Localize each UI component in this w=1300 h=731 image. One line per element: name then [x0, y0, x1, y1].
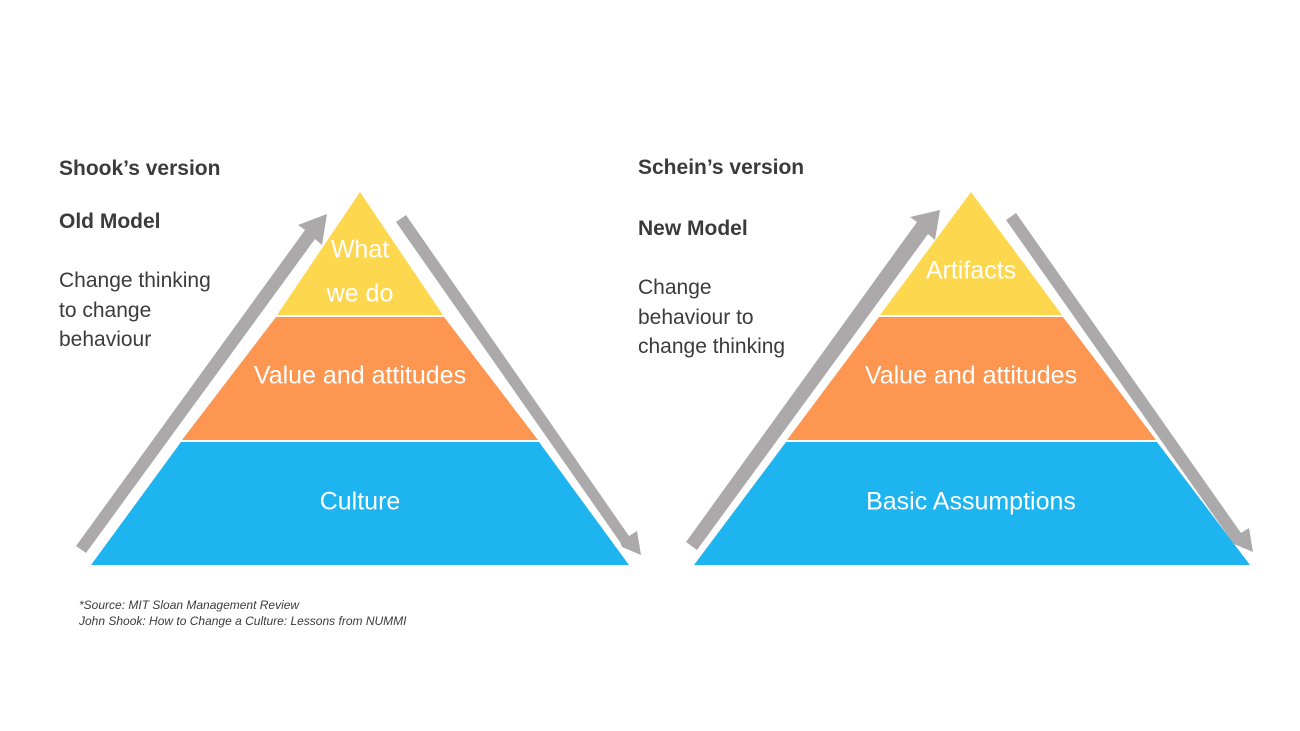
right-description-line: behaviour to — [638, 305, 754, 329]
left-description-line: Change thinking — [59, 269, 211, 292]
footnote-source-line: *Source: MIT Sloan Management Review — [79, 598, 300, 612]
left-middle-layer-label: Value and attitudes — [254, 362, 466, 390]
left-model-label: Old Model — [59, 210, 161, 233]
right-pyramid: Artifacts Value and attitudes Basic Assu… — [686, 192, 1253, 565]
right-bottom-layer-label: Basic Assumptions — [866, 488, 1076, 516]
left-pyramid-down-arrow — [396, 215, 641, 555]
right-pyramid-down-arrow — [1006, 213, 1253, 552]
left-top-layer-label-line2: we do — [326, 280, 394, 308]
source-footnote: *Source: MIT Sloan Management Review Joh… — [79, 597, 406, 629]
right-description-line: change thinking — [638, 335, 786, 358]
right-description: Change behaviour to change thinking — [638, 273, 785, 362]
left-pyramid-bottom-layer — [91, 442, 629, 565]
right-version-title: Schein’s version — [638, 156, 805, 179]
right-pyramid-top-layer — [880, 192, 1062, 315]
right-top-layer-label: Artifacts — [926, 257, 1016, 285]
right-pyramid-bottom-layer — [694, 442, 1250, 565]
right-description-line: Change — [638, 276, 712, 299]
left-pyramid-middle-layer — [182, 317, 538, 440]
left-pyramid: What we do Value and attitudes Culture — [76, 192, 641, 565]
left-top-layer-label-line1: What — [331, 236, 389, 264]
footnote-citation-line: John Shook: How to Change a Culture: Les… — [79, 614, 407, 628]
left-description-line: to change — [59, 298, 152, 322]
right-model-label: New Model — [638, 217, 748, 240]
left-bottom-layer-label: Culture — [320, 488, 401, 516]
left-description-line: behaviour — [59, 328, 152, 351]
right-pyramid-middle-layer — [787, 317, 1156, 440]
right-middle-layer-label: Value and attitudes — [865, 362, 1077, 390]
left-pyramid-top-layer — [277, 192, 443, 315]
left-description: Change thinking to change behaviour — [59, 266, 211, 355]
left-pyramid-up-arrow — [76, 214, 327, 553]
right-pyramid-up-arrow — [686, 210, 940, 550]
left-version-title: Shook’s version — [59, 157, 221, 180]
